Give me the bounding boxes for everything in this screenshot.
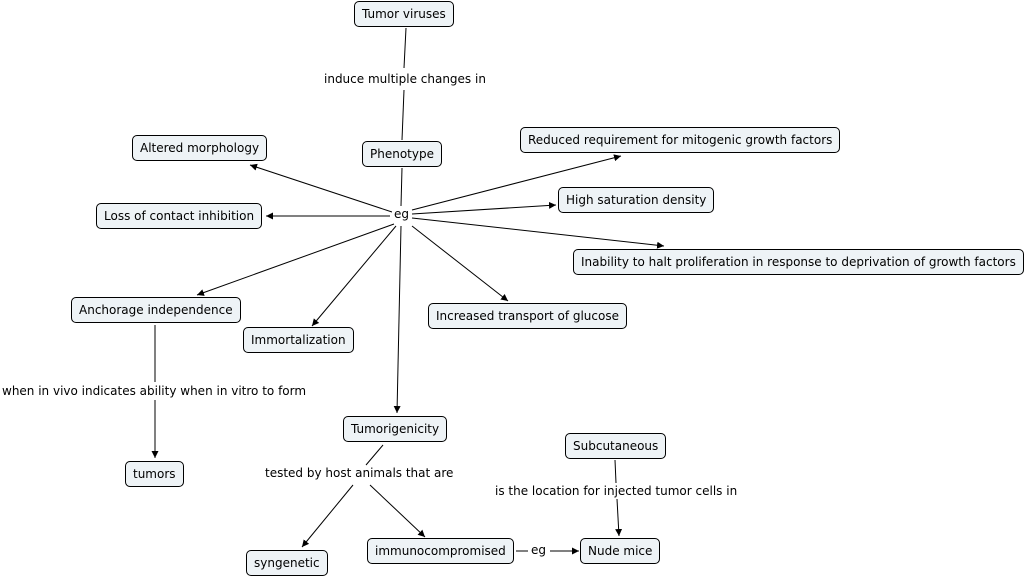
node-reduced-requirement[interactable]: Reduced requirement for mitogenic growth… xyxy=(520,127,841,153)
node-phenotype[interactable]: Phenotype xyxy=(362,141,442,167)
node-increased-transport-of-glucose[interactable]: Increased transport of glucose xyxy=(428,303,627,329)
link-label-eg-immuno: eg xyxy=(529,543,548,557)
node-label: syngenetic xyxy=(254,556,320,570)
node-label: Nude mice xyxy=(588,544,653,558)
node-label: Tumorigenicity xyxy=(351,422,440,436)
arrow-to-high-saturation xyxy=(411,201,557,215)
node-label: Increased transport of glucose xyxy=(436,309,619,323)
node-tumorigenicity[interactable]: Tumorigenicity xyxy=(343,416,448,442)
arrow-to-altered-morphology xyxy=(249,163,393,213)
line-tumorigenicity-to-label xyxy=(365,444,384,466)
arrow-to-anchorage xyxy=(196,223,395,296)
node-label: tumors xyxy=(133,467,176,481)
link-label-eg-phenotype: eg xyxy=(392,207,411,221)
node-label: Subcutaneous xyxy=(573,439,659,453)
node-inability-to-halt-proliferation[interactable]: Inability to halt proliferation in respo… xyxy=(573,249,1024,275)
node-tumor-viruses[interactable]: Tumor viruses xyxy=(354,1,454,27)
arrow-label-to-nude-mice xyxy=(615,498,623,537)
node-loss-of-contact-inhibition[interactable]: Loss of contact inhibition xyxy=(96,203,263,229)
node-label: Altered morphology xyxy=(140,141,260,155)
node-immortalization[interactable]: Immortalization xyxy=(243,327,354,353)
arrow-to-tumorigenicity xyxy=(393,225,402,414)
arrow-to-immunocompromised xyxy=(369,484,426,538)
node-anchorage-independence[interactable]: Anchorage independence xyxy=(71,297,241,323)
link-label-in-vivo: when in vivo indicates ability when in v… xyxy=(0,384,309,398)
arrow-to-inability xyxy=(411,217,665,249)
node-high-saturation-density[interactable]: High saturation density xyxy=(558,187,715,213)
link-label-induce: induce multiple changes in xyxy=(322,72,488,86)
line-phenotype-to-eg xyxy=(400,167,403,207)
node-label: immunocompromised xyxy=(375,544,506,558)
node-label: High saturation density xyxy=(566,193,707,207)
arrow-to-glucose xyxy=(411,225,509,302)
arrow-to-syngenetic xyxy=(301,484,354,548)
node-nude-mice[interactable]: Nude mice xyxy=(580,538,661,564)
link-label-location: is the location for injected tumor cells… xyxy=(493,484,740,498)
node-label: Anchorage independence xyxy=(79,303,233,317)
line-virus-to-label xyxy=(403,27,407,69)
arrow-to-immortalization xyxy=(311,225,397,327)
node-label: Reduced requirement for mitogenic growth… xyxy=(528,133,833,147)
node-subcutaneous[interactable]: Subcutaneous xyxy=(565,433,667,459)
line-label-to-phenotype xyxy=(401,89,405,141)
node-label: Immortalization xyxy=(251,333,346,347)
line-subcutaneous-to-label xyxy=(614,459,617,484)
arrow-to-reduced-req xyxy=(411,154,622,211)
link-label-tested-by: tested by host animals that are xyxy=(263,466,456,480)
node-immunocompromised[interactable]: immunocompromised xyxy=(367,538,514,564)
node-syngenetic[interactable]: syngenetic xyxy=(246,550,328,576)
node-label: Tumor viruses xyxy=(362,7,446,21)
node-label: Loss of contact inhibition xyxy=(104,209,255,223)
node-altered-morphology[interactable]: Altered morphology xyxy=(132,135,268,161)
node-label: Phenotype xyxy=(370,147,434,161)
node-tumors[interactable]: tumors xyxy=(125,461,184,487)
node-label: Inability to halt proliferation in respo… xyxy=(581,255,1016,269)
